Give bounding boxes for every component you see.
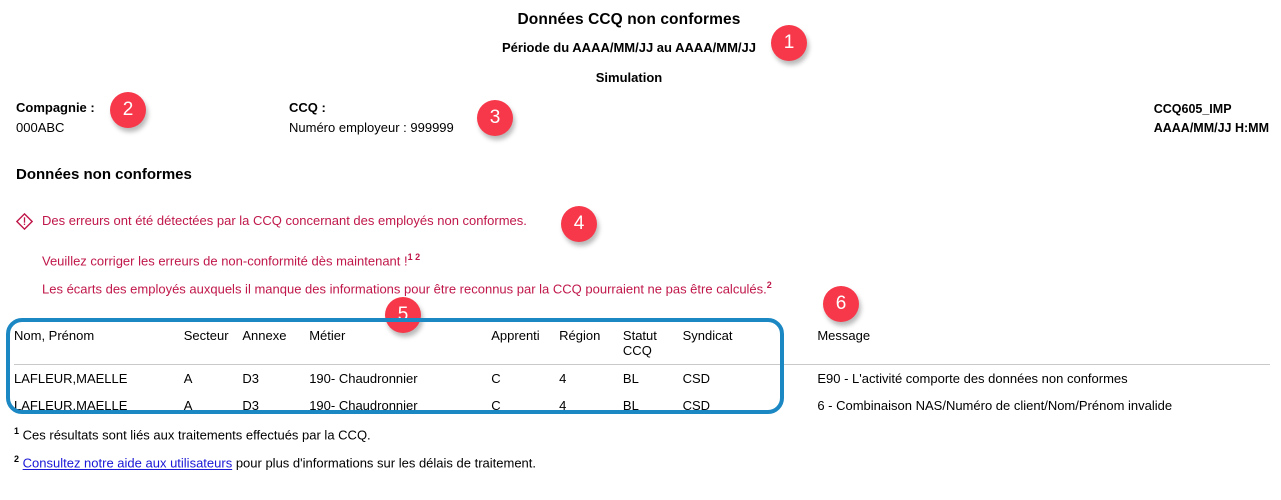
annotation-badge-5: 5 bbox=[385, 297, 421, 333]
annotation-badge-2: 2 bbox=[110, 92, 146, 128]
footnote-2: 2 Consultez notre aide aux utilisateurs … bbox=[14, 447, 536, 475]
alert-subtext: Veuillez corriger les erreurs de non-con… bbox=[42, 248, 772, 299]
alert-line-1-text: Veuillez corriger les erreurs de non-con… bbox=[42, 253, 408, 269]
alert-line-2-footnote-markers: 2 bbox=[766, 280, 772, 291]
company-label: Compagnie : bbox=[16, 100, 95, 115]
cell-annexe: D3 bbox=[242, 371, 259, 386]
footnotes: 1 Ces résultats sont liés aux traitement… bbox=[14, 419, 536, 476]
annotation-badge-4: 4 bbox=[561, 206, 597, 242]
cell-statut: BL bbox=[622, 371, 639, 386]
column-header-annexe[interactable]: Annexe bbox=[242, 328, 310, 365]
column-header-nom[interactable]: Nom, Prénom bbox=[14, 328, 184, 365]
cell-metier: 190- Chaudronnier bbox=[309, 371, 418, 386]
non-compliant-data-table: Nom, Prénom Secteur Annexe Métier Appren… bbox=[14, 328, 1270, 419]
report-id: CCQ605_IMP bbox=[1153, 102, 1232, 116]
table-row: LAFLEUR,MAELLE A D3 190- Chaudronnier C … bbox=[14, 392, 1270, 419]
section-heading: Données non conformes bbox=[16, 166, 192, 183]
page-title: Données CCQ non conformes bbox=[517, 11, 741, 28]
column-header-secteur[interactable]: Secteur bbox=[183, 328, 243, 365]
company-block: Compagnie : 000ABC bbox=[16, 100, 95, 135]
footnote-2-text: pour plus d'informations sur les délais … bbox=[232, 455, 537, 471]
cell-nom: LAFLEUR,MAELLE bbox=[14, 371, 128, 386]
cell-secteur: A bbox=[183, 398, 193, 413]
table-row: LAFLEUR,MAELLE A D3 190- Chaudronnier C … bbox=[14, 365, 1270, 393]
alert-line-1: Veuillez corriger les erreurs de non-con… bbox=[42, 248, 772, 270]
cell-region: 4 bbox=[559, 398, 567, 413]
annotation-badge-3: 3 bbox=[477, 100, 513, 136]
cell-nom: LAFLEUR,MAELLE bbox=[14, 398, 128, 413]
report-meta: CCQ605_IMP AAAA/MM/JJ H:MM bbox=[1154, 100, 1269, 138]
footnote-1-marker: 1 bbox=[14, 426, 20, 436]
cell-statut: BL bbox=[622, 398, 639, 413]
report-period: Période du AAAA/MM/JJ au AAAA/MM/JJ bbox=[501, 40, 756, 55]
column-header-message[interactable]: Message bbox=[817, 328, 1270, 365]
cell-message: 6 - Combinaison NAS/Numéro de client/Nom… bbox=[817, 398, 1173, 413]
ccq-block: CCQ : Numéro employeur : 999999 bbox=[289, 100, 454, 135]
footnote-2-marker: 2 bbox=[14, 454, 20, 465]
alert-line-2: Les écarts des employés auxquels il manq… bbox=[42, 276, 772, 298]
cell-region: 4 bbox=[559, 371, 567, 386]
simulation-label: Simulation bbox=[595, 70, 663, 85]
cell-message: E90 - L'activité comporte des données no… bbox=[817, 371, 1128, 386]
alert-main-row: Des erreurs ont été détectées par la CCQ… bbox=[15, 212, 772, 231]
cell-syndicat: CSD bbox=[682, 398, 711, 413]
report-timestamp: AAAA/MM/JJ H:MM bbox=[1153, 121, 1269, 135]
company-value: 000ABC bbox=[16, 120, 65, 135]
column-header-syndicat[interactable]: Syndicat bbox=[682, 328, 818, 365]
employer-number-value: Numéro employeur : 999999 bbox=[289, 120, 454, 135]
annotation-badge-1: 1 bbox=[771, 25, 807, 61]
column-header-region[interactable]: Région bbox=[559, 328, 623, 365]
column-header-apprenti[interactable]: Apprenti bbox=[491, 328, 560, 365]
cell-syndicat: CSD bbox=[682, 371, 711, 386]
footnote-1: 1 Ces résultats sont liés aux traitement… bbox=[14, 419, 536, 447]
cell-metier: 190- Chaudronnier bbox=[309, 398, 418, 413]
alert-line-1-footnote-markers: 1 2 bbox=[407, 252, 421, 262]
alert-line-2-text: Les écarts des employés auxquels il manq… bbox=[42, 281, 767, 297]
cell-secteur: A bbox=[183, 371, 193, 386]
footnote-1-text: Ces résultats sont liés aux traitements … bbox=[22, 427, 371, 443]
column-header-statut-ccq[interactable]: Statut CCQ bbox=[622, 328, 683, 365]
column-header-metier[interactable]: Métier bbox=[309, 328, 492, 365]
annotation-badge-6: 6 bbox=[823, 286, 859, 322]
cell-apprenti: C bbox=[491, 398, 501, 413]
help-link[interactable]: Consultez notre aide aux utilisateurs bbox=[22, 455, 233, 471]
ccq-label: CCQ : bbox=[289, 100, 326, 115]
warning-diamond-icon bbox=[15, 212, 34, 231]
cell-annexe: D3 bbox=[242, 398, 259, 413]
alert-main-text: Des erreurs ont été détectées par la CCQ… bbox=[42, 213, 527, 228]
alert-area: Des erreurs ont été détectées par la CCQ… bbox=[15, 212, 772, 305]
table-header-row: Nom, Prénom Secteur Annexe Métier Appren… bbox=[14, 328, 1270, 365]
cell-apprenti: C bbox=[491, 371, 501, 386]
